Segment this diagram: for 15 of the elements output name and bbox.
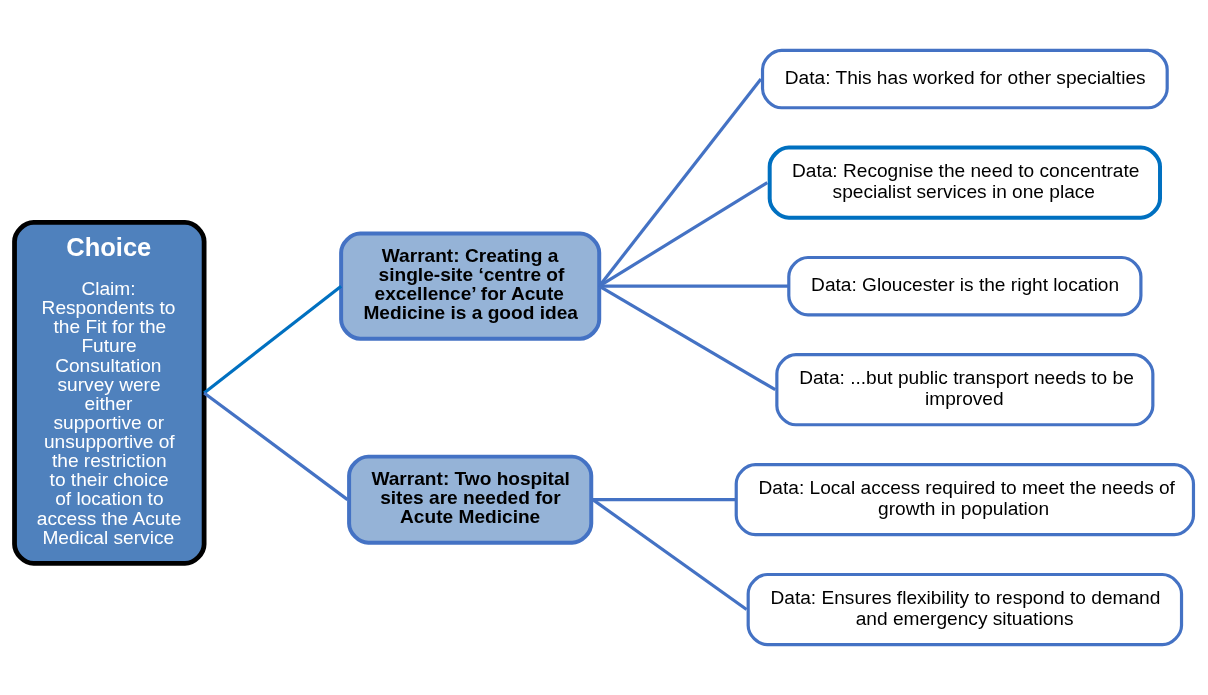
connector	[592, 498, 737, 502]
node-box: Data: Gloucester is the right location	[787, 255, 1143, 317]
node-box: Data: Local access required to meet the needs of growth in population	[734, 463, 1196, 537]
connector	[598, 284, 777, 392]
node-box: Data: Recognise the need to concentrate specialist services in one place	[767, 145, 1162, 220]
connector	[203, 391, 349, 501]
node-box: Choice Claim: Respondents to the Fit for the Future Consultation survey were either supportive or unsupportive of the restriction to their choice of location to access the Acute Medical service	[12, 220, 207, 566]
node-box: Data: ...but public transport needs to be improved	[775, 353, 1155, 427]
node-box: Warrant: Two hospital sites are needed for Acute Medicine	[347, 454, 594, 545]
connector	[203, 284, 343, 395]
connector	[591, 498, 748, 611]
node-box: Warrant: Creating a single-site ‘centre of excellence’ for Acute Medicine is a good idea	[339, 231, 602, 341]
connector	[599, 284, 788, 288]
node-box: Data: Ensures flexibility to respond to demand and emergency situations	[746, 572, 1184, 647]
node-box: Data: This has worked for other specialties	[760, 48, 1169, 110]
